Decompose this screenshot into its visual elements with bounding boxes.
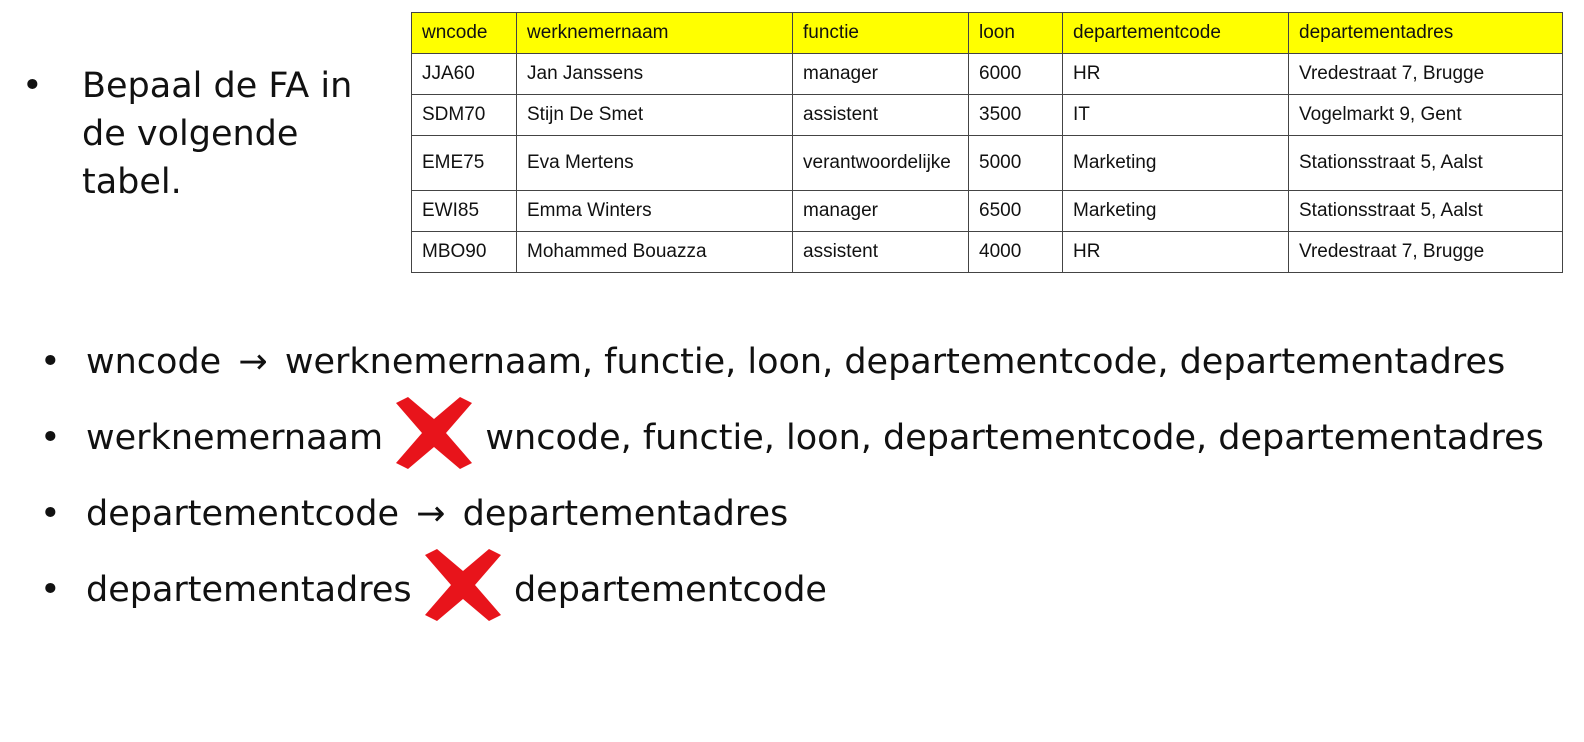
table-row: JJA60 Jan Janssens manager 6000 HR Vrede… [411,53,1563,95]
cell-werknemernaam: Emma Winters [516,190,793,232]
cell-werknemernaam: Jan Janssens [516,53,793,95]
cell-functie: manager [792,53,969,95]
column-header-departementadres: departementadres [1288,12,1563,54]
arrow-right-icon: → [416,494,446,534]
cell-wncode: JJA60 [411,53,517,95]
column-header-wncode: wncode [411,12,517,54]
dependency-left: wncode [86,342,222,382]
dependency-right: wncode, functie, loon, departementcode, … [485,418,1544,458]
dependency-left: werknemernaam [86,418,384,458]
cell-loon: 4000 [968,231,1063,273]
dependency-right: departementadres [462,494,789,534]
dependency-left: departementadres [86,570,412,610]
dependency-item: • werknemernaam wncode, functie, loon, d… [40,397,1560,469]
bullet-dot: • [40,418,61,458]
dependency-left: departementcode [86,494,400,534]
bullet-dot: • [40,494,61,534]
cell-wncode: EWI85 [411,190,517,232]
cell-departementadres: Vredestraat 7, Brugge [1288,231,1563,273]
arrow-right-icon: → [238,342,268,382]
cell-werknemernaam: Mohammed Bouazza [516,231,793,273]
cell-departementcode: HR [1062,53,1289,95]
employee-table: wncode werknemernaam functie loon depart… [411,12,1563,273]
column-header-departementcode: departementcode [1062,12,1289,54]
dependency-list: • wncode → werknemernaam, functie, loon,… [40,338,1560,621]
cell-loon: 6500 [968,190,1063,232]
intro-text: Bepaal de FA in de volgende tabel. [82,66,353,202]
cell-functie: assistent [792,231,969,273]
cell-departementadres: Stationsstraat 5, Aalst [1288,190,1563,232]
cell-werknemernaam: Stijn De Smet [516,94,793,136]
cell-departementadres: Vogelmarkt 9, Gent [1288,94,1563,136]
cell-departementadres: Vredestraat 7, Brugge [1288,53,1563,95]
cell-functie: manager [792,190,969,232]
table-row: MBO90 Mohammed Bouazza assistent 4000 HR… [411,231,1563,273]
cell-departementcode: Marketing [1062,135,1289,191]
dependency-item: • departementcode → departementadres [40,490,1560,538]
cell-departementcode: HR [1062,231,1289,273]
cell-wncode: SDM70 [411,94,517,136]
dependency-item: • departementadres departementcode [40,549,1560,621]
cell-loon: 5000 [968,135,1063,191]
dependency-right: werknemernaam, functie, loon, departemen… [284,342,1506,382]
cell-wncode: EME75 [411,135,517,191]
dependency-right: departementcode [513,570,827,610]
cell-loon: 6000 [968,53,1063,95]
red-x-cross-icon [386,397,482,469]
cell-loon: 3500 [968,94,1063,136]
cell-departementcode: IT [1062,94,1289,136]
cell-functie: assistent [792,94,969,136]
column-header-werknemernaam: werknemernaam [516,12,793,54]
table-row: SDM70 Stijn De Smet assistent 3500 IT Vo… [411,94,1563,136]
bullet-dot: • [22,66,43,106]
table-row: EME75 Eva Mertens verantwoordelijke 5000… [411,135,1563,191]
column-header-functie: functie [792,12,969,54]
cell-functie: verantwoordelijke [792,135,969,191]
dependency-item: • wncode → werknemernaam, functie, loon,… [40,338,1560,386]
column-header-loon: loon [968,12,1063,54]
bullet-dot: • [40,342,61,382]
cell-wncode: MBO90 [411,231,517,273]
cell-departementcode: Marketing [1062,190,1289,232]
bullet-dot: • [40,570,61,610]
cell-departementadres: Stationsstraat 5, Aalst [1288,135,1563,191]
cell-werknemernaam: Eva Mertens [516,135,793,191]
table-header-row: wncode werknemernaam functie loon depart… [411,12,1563,54]
table-row: EWI85 Emma Winters manager 6500 Marketin… [411,190,1563,232]
red-x-cross-icon [415,549,511,621]
